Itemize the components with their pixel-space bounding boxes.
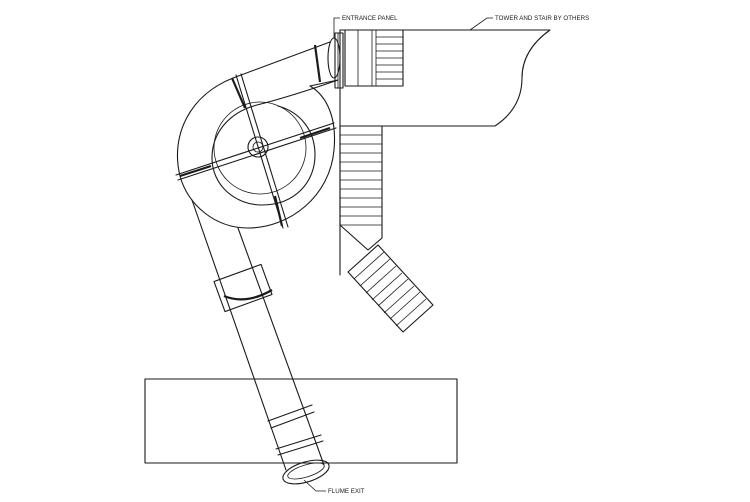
support-bracket xyxy=(213,263,273,313)
svg-text:TOWER AND STAIR BY OTHERS: TOWER AND STAIR BY OTHERS xyxy=(495,15,589,22)
label-entrance-panel: ENTRANCE PANEL xyxy=(333,15,398,38)
tower-top-stair xyxy=(344,29,404,87)
splash-pool xyxy=(144,378,458,464)
descending-stair xyxy=(339,125,434,333)
center-column xyxy=(247,136,269,158)
label-flume-exit: FLUME EXIT xyxy=(303,479,365,495)
flume-helix xyxy=(175,37,341,229)
entrance-panel xyxy=(334,32,344,89)
flume-straight-run xyxy=(191,199,330,485)
flume-exit-opening xyxy=(282,459,330,485)
tower-platform xyxy=(339,29,551,276)
label-tower-stair: TOWER AND STAIR BY OTHERS xyxy=(469,15,589,31)
svg-text:FLUME EXIT: FLUME EXIT xyxy=(328,488,365,495)
svg-text:ENTRANCE PANEL: ENTRANCE PANEL xyxy=(342,15,398,22)
